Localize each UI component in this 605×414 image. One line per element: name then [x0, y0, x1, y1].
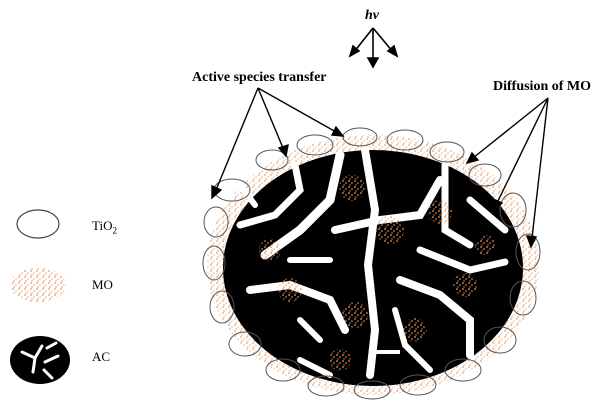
scale-bar [372, 350, 400, 354]
legend-tio2-label: TiO2 [92, 218, 117, 236]
legend-tio2-swatch [17, 210, 59, 238]
light-arrows [350, 28, 397, 67]
active-species-label: Active species transfer [192, 70, 327, 86]
diffusion-label: Diffusion of MO [493, 79, 591, 95]
legend-tio2-text: TiO [92, 218, 112, 233]
legend-mo-swatch [10, 268, 66, 302]
legend-ac-label: AC [92, 349, 110, 365]
legend-mo-label: MO [92, 277, 113, 293]
legend-tio2-subscript: 2 [112, 226, 117, 236]
legend-ac-swatch [10, 336, 70, 384]
light-label: hv [365, 8, 379, 24]
